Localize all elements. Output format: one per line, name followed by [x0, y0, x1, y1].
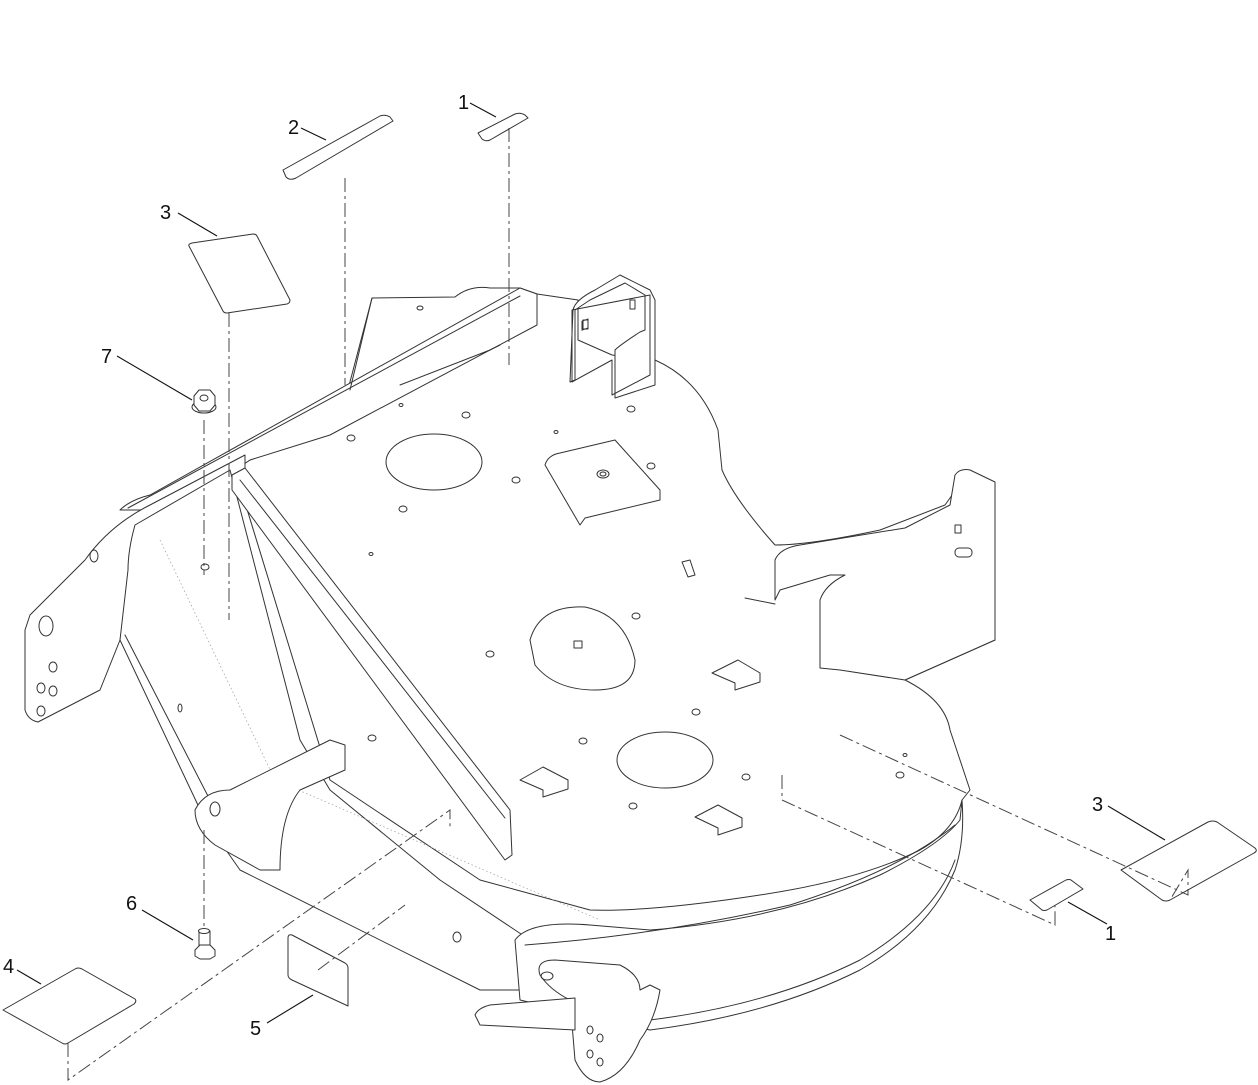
callout-1-top: 1: [458, 92, 470, 114]
rear-right-bracket: [744, 469, 996, 681]
clip-brackets: [519, 559, 761, 836]
callout-1-right: 1: [1105, 923, 1117, 945]
decal-1-top: [477, 112, 529, 142]
callout-7: 7: [101, 346, 113, 368]
decal-2-strip: [282, 114, 394, 180]
mower-deck: [119, 286, 996, 911]
assembly-centerlines: [67, 128, 1189, 1081]
callout-6: 6: [126, 893, 138, 915]
callout-3-left: 3: [160, 202, 172, 224]
flange-nut-7: [191, 389, 217, 414]
decal-4: [2, 967, 137, 1045]
mounting-holes: [200, 305, 908, 810]
callout-3-right: 3: [1092, 794, 1104, 816]
spindle-openings: [385, 433, 714, 789]
callout-4: 4: [3, 956, 15, 978]
decal-5: [287, 934, 349, 1007]
decal-1-right: [1029, 879, 1084, 911]
baffle-rib: [231, 467, 513, 861]
callout-2: 2: [288, 117, 300, 139]
rear-center-bracket: [569, 274, 656, 399]
decal-3-right: [1120, 820, 1257, 902]
leader-lines: [16, 102, 1166, 1024]
left-skirt: [119, 469, 601, 991]
decal-3-left: [188, 233, 291, 314]
center-mount-bracket: [544, 439, 661, 526]
hex-bolt-6: [194, 928, 216, 960]
front-right-bracket: [474, 959, 661, 1083]
callout-5: 5: [250, 1018, 262, 1040]
